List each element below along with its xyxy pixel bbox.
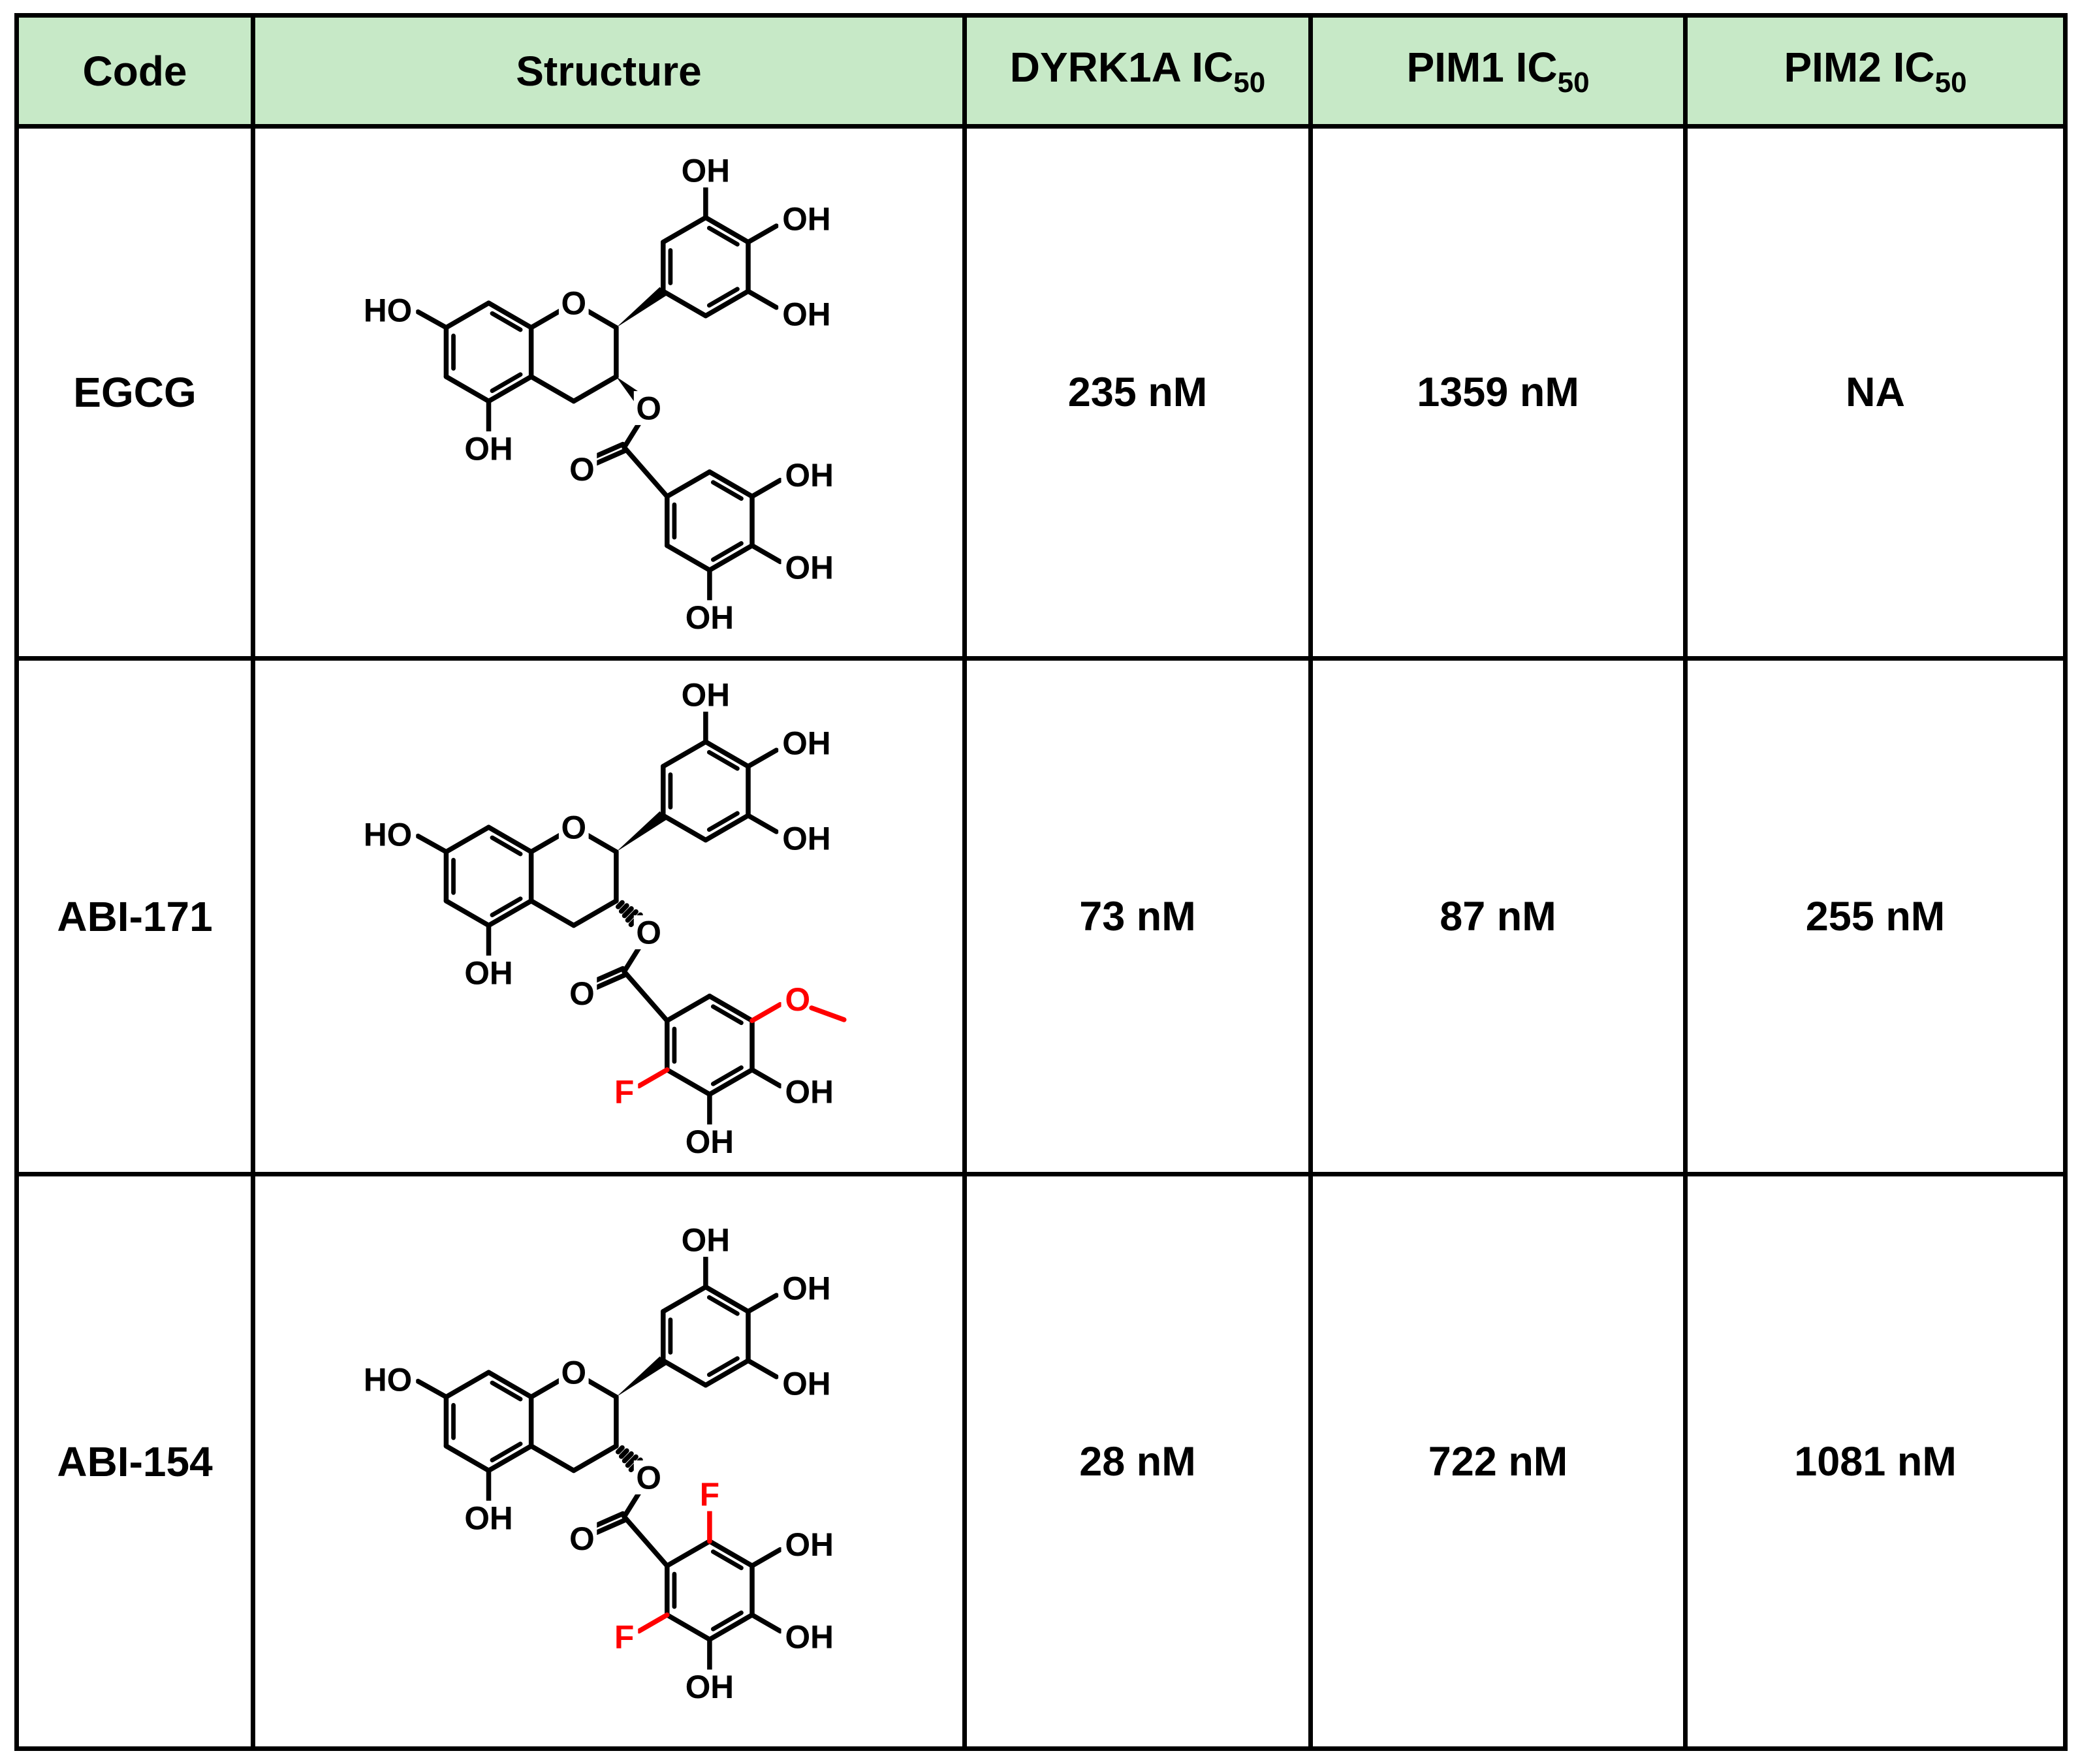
code-egcg: EGCG xyxy=(14,124,255,661)
svg-text:OH: OH xyxy=(785,1526,834,1562)
ic50-subscript: 50 xyxy=(1233,66,1266,99)
egcg-dyrk1a-ic50-value: 235 nM xyxy=(962,124,1313,661)
svg-text:F: F xyxy=(614,1618,634,1655)
code-abi-171: ABI-171 xyxy=(14,656,255,1176)
header-code: Code xyxy=(14,13,255,129)
egcg-pim2-ic50-value: NA xyxy=(1683,124,2068,661)
svg-text:OH: OH xyxy=(465,1500,513,1536)
svg-text:O: O xyxy=(561,1354,587,1391)
svg-text:O: O xyxy=(637,1459,662,1496)
table: Code Structure DYRK1A IC50 PIM1 IC50 PIM… xyxy=(14,13,2068,1751)
header-structure: Structure xyxy=(251,13,967,129)
svg-text:OH: OH xyxy=(783,725,831,761)
code-abi-154: ABI-154 xyxy=(14,1172,255,1751)
abi-171-pim2-ic50-value: 255 nM xyxy=(1683,656,2068,1176)
header-dyrk1a-ic50: DYRK1A IC50 xyxy=(962,13,1313,129)
abi-154-pim2-ic50-value: 1081 nM xyxy=(1683,1172,2068,1751)
svg-text:O: O xyxy=(785,981,811,1017)
svg-text:HO: HO xyxy=(364,816,412,853)
header-code-label: Code xyxy=(82,47,187,95)
header-pim2-label: PIM2 IC xyxy=(1784,43,1935,91)
abi-154-dyrk1a-ic50-value: 28 nM xyxy=(962,1172,1313,1751)
svg-text:OH: OH xyxy=(785,1073,834,1110)
svg-text:OH: OH xyxy=(685,1123,734,1159)
svg-text:OH: OH xyxy=(465,954,513,991)
header-row: Code Structure DYRK1A IC50 PIM1 IC50 PIM… xyxy=(14,13,2068,129)
svg-text:OH: OH xyxy=(682,1221,730,1258)
svg-text:OH: OH xyxy=(685,1668,734,1705)
abi-171-dyrk1a-ic50-value: 73 nM xyxy=(962,656,1313,1176)
header-structure-label: Structure xyxy=(516,47,702,95)
svg-text:OH: OH xyxy=(785,457,834,494)
svg-text:OH: OH xyxy=(682,676,730,713)
svg-text:OH: OH xyxy=(785,549,834,586)
egcg-pim1-ic50-value: 1359 nM xyxy=(1308,124,1688,661)
header-pim2-ic50: PIM2 IC50 xyxy=(1683,13,2068,129)
svg-text:OH: OH xyxy=(465,430,513,467)
svg-text:OH: OH xyxy=(682,153,730,189)
compound-activity-table: Code Structure DYRK1A IC50 PIM1 IC50 PIM… xyxy=(14,13,2068,1751)
svg-text:O: O xyxy=(637,390,662,427)
svg-text:O: O xyxy=(561,809,587,845)
ic50-subscript: 50 xyxy=(1934,66,1967,99)
ic50-subscript: 50 xyxy=(1557,66,1590,99)
svg-text:O: O xyxy=(637,914,662,951)
svg-text:O: O xyxy=(561,285,587,322)
svg-text:O: O xyxy=(570,1520,595,1556)
svg-text:F: F xyxy=(700,1476,719,1513)
svg-text:F: F xyxy=(614,1073,634,1110)
svg-text:HO: HO xyxy=(364,1361,412,1398)
svg-text:OH: OH xyxy=(783,200,831,237)
svg-text:OH: OH xyxy=(783,1270,831,1306)
header-pim1-ic50: PIM1 IC50 xyxy=(1308,13,1688,129)
svg-text:HO: HO xyxy=(364,292,412,328)
abi-154-pim1-ic50-value: 722 nM xyxy=(1308,1172,1688,1751)
svg-text:OH: OH xyxy=(783,820,831,857)
svg-text:O: O xyxy=(570,975,595,1011)
header-pim1-label: PIM1 IC xyxy=(1406,43,1558,91)
svg-text:O: O xyxy=(570,451,595,488)
svg-text:OH: OH xyxy=(785,1618,834,1655)
abi-171-pim1-ic50-value: 87 nM xyxy=(1308,656,1688,1176)
svg-text:OH: OH xyxy=(685,599,734,636)
svg-text:OH: OH xyxy=(783,296,831,332)
header-dyrk1a-label: DYRK1A IC xyxy=(1009,43,1234,91)
svg-text:OH: OH xyxy=(783,1365,831,1402)
